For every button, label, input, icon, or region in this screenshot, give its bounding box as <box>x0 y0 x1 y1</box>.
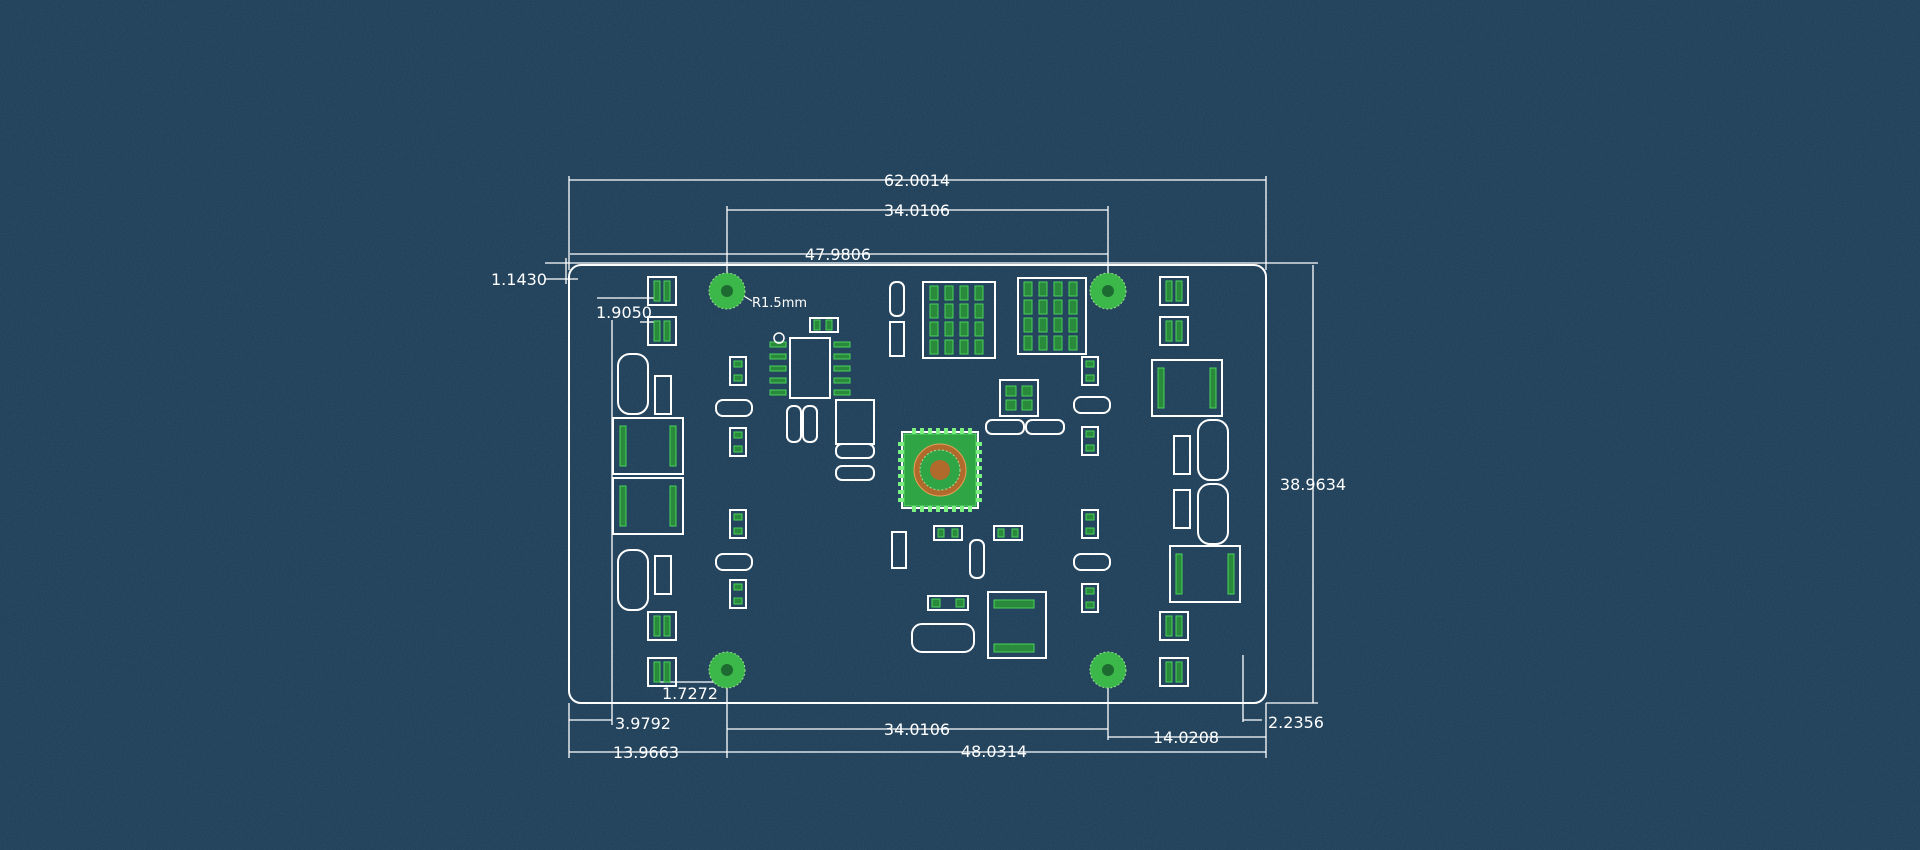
footprint-sot <box>647 316 677 346</box>
footprint-resistor <box>927 595 969 611</box>
footprint-inductor <box>612 477 684 535</box>
footprint-cap <box>969 539 985 579</box>
dim-hole-spacing-bottom: 34.0106 <box>884 720 950 739</box>
component-footprints <box>612 276 1241 687</box>
mounting-hole-icon <box>1089 272 1127 310</box>
footprint-resistor <box>1173 435 1191 475</box>
footprint-resistor <box>1173 489 1191 529</box>
mounting-hole-icon <box>708 651 746 689</box>
footprint-cap <box>889 281 905 317</box>
footprint-resistor <box>654 375 672 415</box>
footprint-cap <box>835 465 875 481</box>
footprint-sot <box>1159 316 1189 346</box>
dim-hole-radius: R1.5mm <box>752 296 807 311</box>
footprint-cap <box>835 443 875 459</box>
board-outline <box>568 264 1267 704</box>
footprint-resistor <box>654 555 672 595</box>
footprint-cap <box>786 405 802 443</box>
dimension-lines <box>545 176 1318 758</box>
dim-bottom-span: 48.0314 <box>961 742 1027 761</box>
footprint-resistor <box>889 321 905 357</box>
dim-inner-width: 47.9806 <box>805 245 871 264</box>
footprint-resistor-array <box>922 281 996 359</box>
footprint-inductor <box>987 591 1047 659</box>
footprint-resistor-array <box>1017 277 1087 355</box>
footprint-inductor <box>1169 545 1241 603</box>
footprint-sot <box>647 611 677 641</box>
dim-left-edge-offset: 3.9792 <box>615 714 671 733</box>
dim-right-hole-offset: 14.0208 <box>1153 728 1219 747</box>
mounting-holes <box>708 272 1127 689</box>
footprint-soic <box>789 337 831 399</box>
footprint-sot <box>999 379 1039 417</box>
mounting-hole-icon <box>1089 651 1127 689</box>
footprint-sot <box>647 657 677 687</box>
footprint-cap <box>617 549 649 611</box>
dim-left-hole-offset: 13.9663 <box>613 743 679 762</box>
dim-bottom-left-small: 1.7272 <box>662 684 718 703</box>
footprint-resistor <box>1081 509 1099 539</box>
footprint-resistor <box>1081 426 1099 456</box>
dim-overall-width: 62.0014 <box>884 171 950 190</box>
footprint-resistor <box>1081 356 1099 386</box>
footprint-sot <box>1159 276 1189 306</box>
dim-right-edge-offset: 2.2356 <box>1268 713 1324 732</box>
footprint-cap <box>1197 419 1229 481</box>
footprint-resistor <box>993 525 1023 541</box>
footprint-resistor <box>729 427 747 457</box>
footprint-cap <box>1025 419 1065 435</box>
footprint-resistor <box>1081 583 1099 613</box>
dim-board-height: 38.9634 <box>1280 475 1346 494</box>
dim-hole-spacing-top: 34.0106 <box>884 201 950 220</box>
footprint-inductor <box>612 417 684 475</box>
dim-top-offset: 1.1430 <box>491 270 547 289</box>
dim-connector-pitch: 1.9050 <box>596 303 652 322</box>
footprint-cap <box>985 419 1025 435</box>
footprint-resistor <box>891 531 907 569</box>
footprint-resistor <box>715 399 753 417</box>
footprint-sot <box>1159 611 1189 641</box>
footprint-cap <box>802 405 818 443</box>
footprint-resistor <box>729 356 747 386</box>
footprint-resistor <box>729 579 747 609</box>
footprint-resistor <box>933 525 963 541</box>
copper-pads <box>619 280 1235 683</box>
footprint-resistor <box>715 553 753 571</box>
footprint-resistor <box>1073 553 1111 571</box>
footprint-cap <box>1197 483 1229 545</box>
footprint-sot <box>647 276 677 306</box>
footprint-cap <box>617 353 649 415</box>
mounting-hole-icon <box>708 272 746 310</box>
footprint-cap <box>911 623 975 653</box>
footprint-sot <box>809 317 839 333</box>
footprint-resistor <box>1073 396 1111 414</box>
footprint-sot <box>1159 657 1189 687</box>
footprint-resistor <box>729 509 747 539</box>
footprint-inductor <box>1151 359 1223 417</box>
dimension-labels: 62.0014 34.0106 47.9806 1.1430 1.9050 R1… <box>491 171 1346 762</box>
pin1-marker <box>773 332 785 344</box>
ic-chip-icon <box>898 428 982 512</box>
